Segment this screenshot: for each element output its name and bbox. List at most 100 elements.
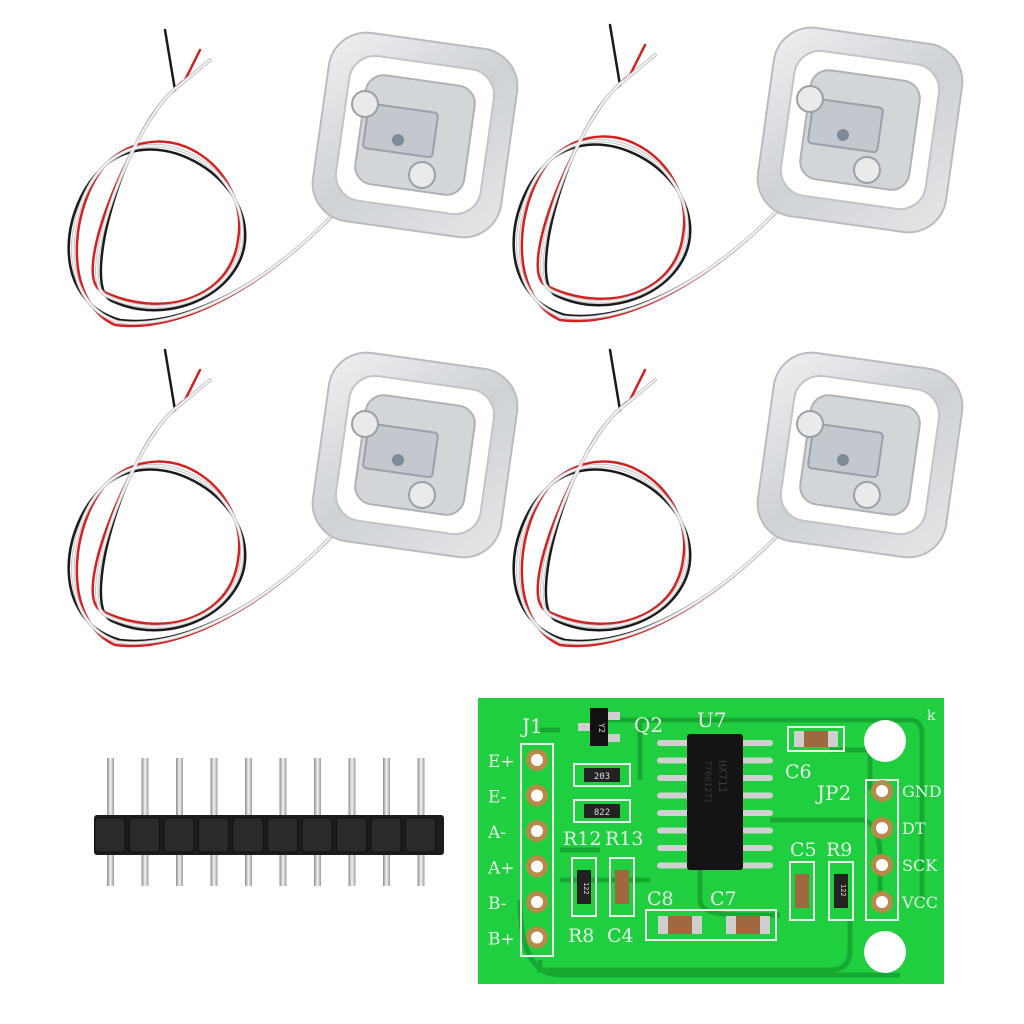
- r8-value: 122: [582, 882, 590, 895]
- mounting-hole: [864, 931, 906, 973]
- bolt-head: [796, 410, 824, 438]
- chip-pin: [739, 757, 773, 764]
- resistor-r8: [577, 870, 591, 904]
- chip-pin: [657, 827, 691, 834]
- chip-pin: [739, 810, 773, 816]
- j1-pad-hole: [531, 789, 543, 802]
- jp2-pin-label: GND: [902, 782, 942, 801]
- chip-pin: [657, 740, 691, 746]
- c5-outline: [789, 861, 815, 921]
- mount-bracket: [807, 97, 884, 154]
- j1-label: J1: [520, 714, 543, 738]
- bolt-head: [408, 161, 436, 189]
- c8-c7-outline: [645, 909, 777, 941]
- load-cells: [67, 23, 964, 648]
- u7-label: U7: [697, 708, 727, 732]
- load-cell-wires: [67, 348, 367, 648]
- c4-label: C4: [607, 925, 634, 947]
- capacitor-c5: [795, 874, 809, 908]
- r13-label: R13: [605, 828, 643, 850]
- r9-outline: [828, 861, 854, 921]
- screw-hole: [392, 134, 404, 146]
- load-cell-wires: [512, 348, 812, 648]
- load-cell: [67, 28, 519, 328]
- header-segment: [405, 817, 436, 853]
- r13-value: 822: [594, 808, 610, 818]
- transistor-pad: [608, 734, 620, 742]
- header-segment: [267, 817, 298, 853]
- r9-label: R9: [826, 839, 852, 861]
- header-segment: [232, 817, 264, 853]
- transistor-q2: [590, 708, 608, 746]
- resistor-r12: [584, 768, 620, 782]
- header-segment: [94, 817, 126, 853]
- chip-pin: [739, 740, 773, 746]
- j1-pad-hole: [531, 931, 543, 944]
- j1-outline: [520, 743, 554, 957]
- chip-pin: [657, 862, 691, 869]
- r12-outline: [573, 763, 631, 787]
- capacitor-c7-body: [736, 916, 760, 934]
- screw-hole: [837, 454, 849, 466]
- j1-pad-hole: [531, 754, 543, 766]
- j1-pad-hole: [531, 825, 543, 837]
- header-segment: [370, 817, 402, 853]
- r12-label: R12: [563, 828, 601, 850]
- mount-bracket: [807, 422, 884, 479]
- header-segment: [163, 817, 195, 853]
- chip-pin: [739, 862, 773, 869]
- j1-pin-label: A+: [487, 859, 515, 879]
- jp2-pad-hole: [876, 896, 888, 908]
- jp2-pad-hole: [876, 785, 888, 797]
- capacitor-c6-body: [804, 731, 828, 747]
- r9-value: 122: [839, 884, 847, 897]
- jp2-pin-label: DT: [902, 819, 926, 838]
- chip-pin: [739, 845, 773, 851]
- pin-header: [94, 758, 444, 886]
- chip-pin: [739, 827, 773, 834]
- load-cell: [67, 348, 519, 648]
- transistor-marking: Y2: [597, 723, 606, 733]
- load-cell: [512, 348, 964, 648]
- mount-bracket: [362, 422, 439, 479]
- j1-pin-label: A-: [487, 823, 506, 843]
- bolt-head: [853, 156, 881, 184]
- mounting-hole: [864, 720, 906, 762]
- chip-pin: [739, 792, 773, 799]
- load-cell-wires: [512, 23, 812, 323]
- bolt-head: [351, 410, 379, 438]
- chip-marking-1: HX711: [716, 760, 729, 793]
- screw-hole: [392, 454, 404, 466]
- chip-marking-2: 7760I271: [702, 760, 712, 803]
- chip-pin: [657, 845, 691, 851]
- load-cell-wires: [67, 28, 367, 328]
- mount-bracket: [362, 102, 439, 159]
- chip-pin: [657, 775, 691, 781]
- r13-outline: [573, 799, 631, 823]
- hx711-chip: [687, 734, 743, 870]
- jp2-pin-label: VCC: [901, 893, 938, 912]
- q2-label: Q2: [634, 713, 663, 737]
- j1-pin-label: E+: [488, 752, 515, 772]
- header-segment: [129, 817, 160, 853]
- j1-pin-label: E-: [488, 788, 506, 808]
- j1-pin-label: B-: [488, 894, 507, 914]
- transistor-pad: [608, 712, 620, 720]
- c8-label: C8: [647, 888, 674, 910]
- j1-pin-label: B+: [488, 930, 515, 950]
- capacitor-c8-body: [668, 916, 692, 934]
- jp2-pad-hole: [876, 822, 888, 834]
- header-segment: [198, 817, 229, 853]
- bolt-head: [351, 90, 379, 118]
- bolt-head: [408, 481, 436, 509]
- jp2-label: JP2: [815, 781, 851, 805]
- c6-outline: [787, 726, 845, 752]
- c6-label: C6: [785, 761, 812, 783]
- r12-value: 203: [594, 772, 610, 782]
- c4-outline: [609, 857, 635, 917]
- r8-outline: [571, 857, 597, 917]
- chip-pin: [739, 775, 773, 781]
